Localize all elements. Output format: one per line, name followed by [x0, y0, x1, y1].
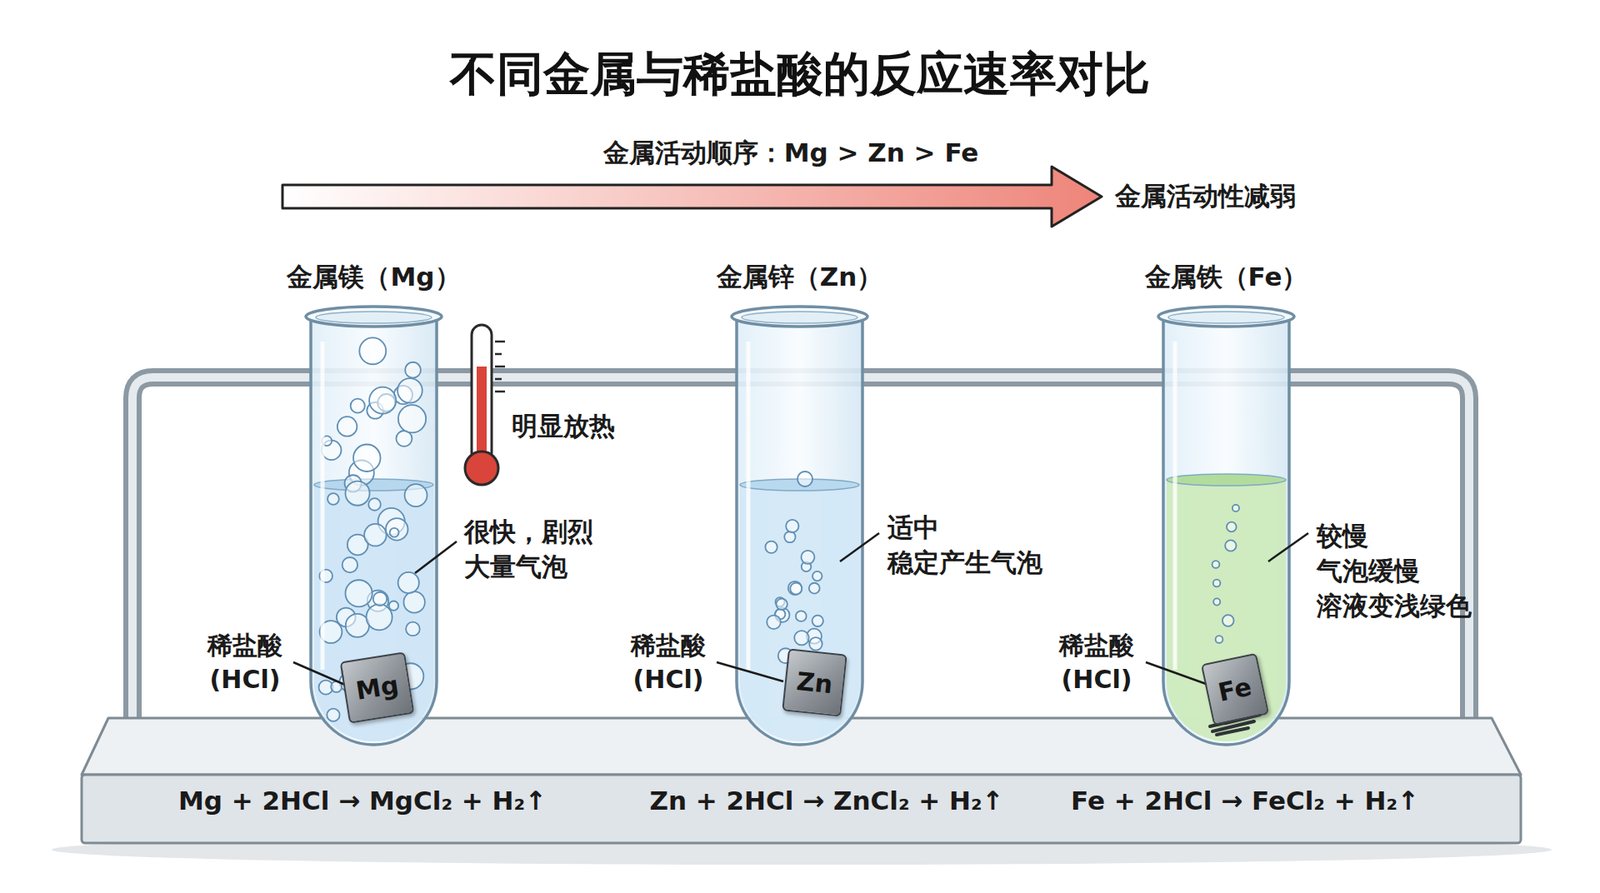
test-tube-box: 金属镁（Mg）Mg — [310, 316, 437, 745]
test-tube-box: 金属锌（Zn）Zn — [736, 316, 863, 745]
gas-bubble — [1213, 598, 1220, 605]
gas-bubble — [389, 600, 399, 610]
tube-heading: 金属镁（Mg） — [286, 260, 460, 295]
gas-bubble — [784, 531, 795, 543]
leader-line — [1145, 662, 1209, 685]
reaction-note: 较慢 气泡缓慢 溶液变浅绿色 — [1316, 519, 1476, 625]
thermometer — [465, 325, 505, 485]
gas-bubble — [775, 599, 787, 610]
gas-bubble — [1213, 580, 1221, 588]
test-tube-box: 金属铁（Fe）Fe — [1163, 316, 1290, 745]
activity-order: 金属活动顺序：Mg > Zn > Fe — [603, 135, 980, 171]
gas-bubble — [326, 709, 340, 722]
heat-note: 明显放热 — [511, 409, 615, 445]
equation: Fe + 2HCl → FeCl₂ + H₂↑ — [1070, 784, 1420, 820]
gas-bubble — [797, 471, 813, 487]
gas-bubble — [812, 571, 822, 581]
trend-label: 金属活动性减弱 — [1115, 179, 1296, 215]
gas-bubble — [809, 637, 822, 650]
metal-symbol: Mg — [354, 670, 401, 706]
gas-bubble — [350, 399, 365, 414]
gas-bubble — [390, 528, 400, 538]
gas-bubble — [345, 580, 372, 607]
tube-heading: 金属锌（Zn） — [716, 260, 884, 295]
leader-line — [293, 662, 345, 685]
equation: Zn + 2HCl → ZnCl₂ + H₂↑ — [649, 784, 1004, 820]
gas-bubble — [385, 518, 409, 541]
gas-bubble — [359, 337, 386, 365]
gas-bubble — [337, 416, 358, 437]
gas-bubble — [397, 378, 423, 404]
thermometer-tick — [495, 353, 502, 356]
gas-bubble — [345, 481, 370, 506]
acid-label: 稀盐酸 (HCl) — [204, 629, 287, 697]
thermometer-tick — [495, 378, 502, 381]
base-front — [81, 775, 1521, 844]
leader-line — [415, 541, 457, 574]
thermometer-tick — [495, 390, 505, 394]
equation: Mg + 2HCl → MgCl₂ + H₂↑ — [178, 784, 547, 820]
diagram-title: 不同金属与稀盐酸的反应速率对比 — [0, 43, 1600, 107]
gas-bubble — [1222, 615, 1235, 627]
leader-line — [716, 662, 784, 682]
gas-bubble — [403, 591, 425, 613]
gas-bubble — [795, 610, 807, 622]
reaction-note: 很快，剧烈 大量气泡 — [464, 515, 601, 585]
metal-symbol: Fe — [1215, 671, 1255, 707]
leader-line — [1268, 533, 1309, 562]
gas-bubble — [1232, 505, 1240, 512]
gas-bubble — [373, 592, 387, 606]
gas-bubble — [369, 387, 396, 415]
gas-bubble — [1215, 635, 1224, 644]
gas-bubble — [766, 615, 781, 630]
gas-bubble — [405, 484, 428, 507]
gas-bubble — [398, 572, 420, 594]
gas-bubble — [327, 493, 340, 505]
gas-bubble — [785, 520, 799, 533]
test-tube — [731, 306, 868, 745]
leader-line — [840, 533, 880, 562]
metal-sample: Fe — [1200, 653, 1270, 726]
reaction-note: 适中 稳定产生气泡 — [887, 510, 1048, 581]
acid-label: 稀盐酸 (HCl) — [1055, 629, 1139, 697]
gas-bubble — [405, 622, 420, 637]
test-tube — [305, 306, 442, 745]
acid-label: 稀盐酸 (HCl) — [627, 629, 710, 697]
gas-bubble — [812, 615, 824, 627]
gas-bubble — [342, 557, 358, 573]
thermometer-tick — [495, 365, 505, 369]
gas-bubble — [1225, 540, 1236, 551]
gas-bubble — [353, 444, 380, 471]
gas-bubble — [364, 524, 387, 547]
gas-bubble — [405, 362, 421, 379]
gas-bubble — [366, 604, 393, 630]
gas-bubble — [809, 583, 820, 595]
gas-bubble — [1226, 522, 1237, 533]
iron-filings — [1216, 728, 1249, 735]
gas-bubble — [368, 498, 381, 511]
test-tube — [1158, 306, 1295, 745]
gas-bubble — [1212, 560, 1220, 569]
metal-sample: Zn — [781, 648, 848, 717]
metal-sample: Mg — [340, 651, 415, 724]
gas-bubble — [398, 405, 426, 433]
metal-symbol: Zn — [795, 666, 835, 700]
thermometer-tick — [495, 340, 505, 344]
gas-bubble — [800, 550, 815, 565]
gas-bubble — [765, 541, 777, 554]
gas-bubble — [794, 630, 809, 645]
trend-arrow — [282, 166, 1102, 227]
gas-bubble — [790, 583, 802, 595]
tube-heading: 金属铁（Fe） — [1145, 260, 1309, 295]
gas-bubble — [788, 581, 802, 595]
